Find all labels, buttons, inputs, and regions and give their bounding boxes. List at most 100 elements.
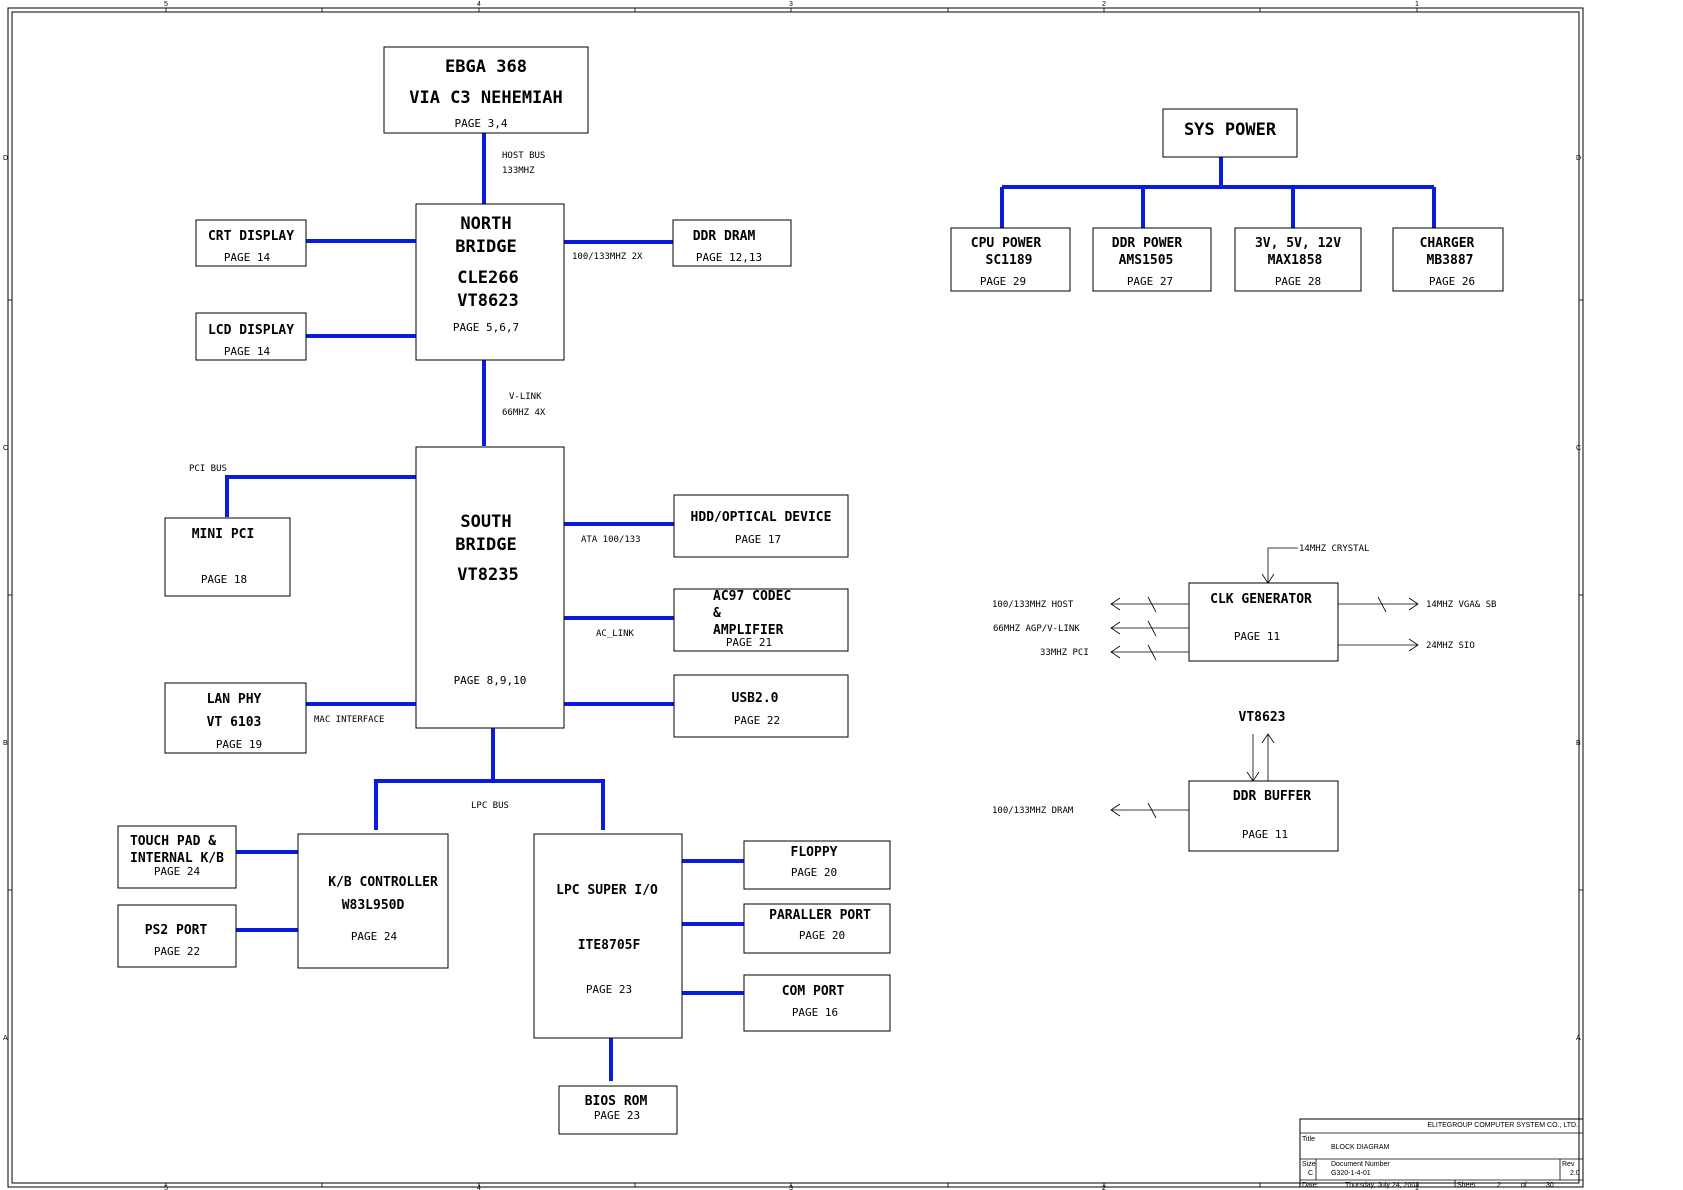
superio-page: PAGE 23 <box>586 983 632 996</box>
ps2-page: PAGE 22 <box>154 945 200 958</box>
title-block-doc: G320-1-4-01 <box>1331 1170 1371 1177</box>
clk-block: CLK GENERATOR PAGE 11 <box>1188 582 1339 662</box>
ata-label: ATA 100/133 <box>581 535 641 545</box>
ruler-right-d: D <box>1576 155 1581 162</box>
lpc-bus-left <box>374 727 495 830</box>
charger-box <box>1392 227 1504 292</box>
title-block-title: BLOCK DIAGRAM <box>1331 1144 1390 1151</box>
lan-block: LAN PHY VT 6103 PAGE 19 <box>164 682 307 754</box>
bus-lines <box>225 133 1436 1081</box>
ddr-power-line1: DDR POWER <box>1112 236 1183 251</box>
superio-block: LPC SUPER I/O ITE8705F PAGE 23 <box>533 833 683 1039</box>
ddr-power-box <box>1092 227 1212 292</box>
outer-frame <box>7 7 1584 1188</box>
ddr-dram-box <box>672 219 792 267</box>
host-bus-label: HOST BUS <box>502 151 545 161</box>
kbc-block: K/B CONTROLLER W83L950D PAGE 24 <box>297 833 449 969</box>
ac97-line2: & <box>713 606 721 621</box>
parallel-title: PARALLER PORT <box>769 908 871 923</box>
lpc-bus-right <box>493 779 605 830</box>
ruler-right-a: A <box>1576 1035 1581 1042</box>
north-bridge-page: PAGE 5,6,7 <box>453 321 519 334</box>
superio-box <box>533 833 683 1039</box>
ruler-top-1: 1 <box>1415 1 1419 8</box>
cpu-line2: VIA C3 NEHEMIAH <box>409 88 563 108</box>
ruler-left-c: C <box>3 445 8 452</box>
lcd-title: LCD DISPLAY <box>208 323 294 338</box>
cpu-power-block: CPU POWER SC1189 PAGE 29 <box>950 227 1071 292</box>
touchpad-block: TOUCH PAD & INTERNAL K/B PAGE 24 <box>117 825 237 889</box>
kbc-line2: W83L950D <box>342 898 405 913</box>
v-power-line1: 3V, 5V, 12V <box>1255 236 1341 251</box>
lcd-page: PAGE 14 <box>224 345 271 358</box>
title-block-date: Thursday, July 24, 2003 <box>1345 1182 1419 1189</box>
title-block-size-label: Size <box>1302 1161 1316 1168</box>
crt-box <box>195 219 307 267</box>
com-block: COM PORT PAGE 16 <box>743 974 891 1032</box>
south-bridge-line1: SOUTH <box>460 512 511 532</box>
usb-page: PAGE 22 <box>734 714 780 727</box>
bios-box <box>558 1085 678 1135</box>
lcd-box <box>195 312 307 361</box>
south-bridge-line3: VT8235 <box>457 565 518 585</box>
kbc-page: PAGE 24 <box>351 930 398 943</box>
ac97-block: AC97 CODEC & AMPLIFIER PAGE 21 <box>673 588 849 652</box>
ddr-buffer-box <box>1188 780 1339 852</box>
ruler-top-5: 5 <box>164 1 168 8</box>
title-block-rev: 2.0 <box>1570 1170 1580 1177</box>
ruler-left-a: A <box>3 1035 8 1042</box>
kbc-line1: K/B CONTROLLER <box>328 875 438 890</box>
aclink-label: AC_LINK <box>596 629 635 639</box>
ddr-power-block: DDR POWER AMS1505 PAGE 27 <box>1092 227 1212 292</box>
ruler-left-d: D <box>3 155 8 162</box>
ruler-right-c: C <box>1576 445 1581 452</box>
touchpad-page: PAGE 24 <box>154 865 201 878</box>
south-bridge-box <box>415 446 565 729</box>
usb-block: USB2.0 PAGE 22 <box>673 674 849 738</box>
crt-block: CRT DISPLAY PAGE 14 <box>195 219 307 267</box>
clk-out-pci: 33MHZ PCI <box>1040 648 1089 658</box>
title-block-rev-label: Rev <box>1562 1161 1575 1168</box>
clk-out-agp: 66MHZ AGP/V-LINK <box>993 624 1080 634</box>
charger-line2: MB3887 <box>1427 253 1474 268</box>
title-block-size: C <box>1308 1170 1313 1177</box>
north-bridge-line1: NORTH <box>460 214 511 234</box>
parallel-page: PAGE 20 <box>799 929 845 942</box>
com-title: COM PORT <box>782 984 845 999</box>
touchpad-box <box>117 825 237 889</box>
charger-page: PAGE 26 <box>1429 275 1475 288</box>
bios-title: BIOS ROM <box>585 1094 648 1109</box>
pci-bus-label: PCI BUS <box>189 464 227 474</box>
north-bridge-line2: BRIDGE <box>455 237 516 257</box>
host-bus-speed: 133MHZ <box>502 166 535 176</box>
sys-power-title: SYS POWER <box>1184 120 1277 140</box>
ac97-line3: AMPLIFIER <box>713 623 784 638</box>
com-box <box>743 974 891 1032</box>
ps2-box <box>117 904 237 968</box>
kbc-box <box>297 833 449 969</box>
north-bridge-block: NORTH BRIDGE CLE266 VT8623 PAGE 5,6,7 <box>415 203 565 361</box>
cpu-power-line1: CPU POWER <box>971 236 1042 251</box>
clk-lines <box>1110 547 1419 661</box>
cpu-power-line2: SC1189 <box>986 253 1033 268</box>
ddr-dram-title: DDR DRAM <box>693 229 756 244</box>
mac-label: MAC INTERFACE <box>314 715 384 725</box>
hdd-title: HDD/OPTICAL DEVICE <box>691 510 832 525</box>
clk-crystal: 14MHZ CRYSTAL <box>1299 544 1369 554</box>
ruler-bottom-5: 5 <box>164 1185 168 1190</box>
sys-power-block: SYS POWER <box>1162 108 1298 158</box>
usb-box <box>673 674 849 738</box>
floppy-block: FLOPPY PAGE 20 <box>743 840 891 890</box>
title-block-company: ELITEGROUP COMPUTER SYSTEM CO., LTD. <box>1427 1122 1578 1129</box>
mini-pci-page: PAGE 18 <box>201 573 247 586</box>
v-power-line2: MAX1858 <box>1268 253 1323 268</box>
ac97-line1: AC97 CODEC <box>713 589 791 604</box>
clk-page: PAGE 11 <box>1234 630 1280 643</box>
bios-block: BIOS ROM PAGE 23 <box>558 1085 678 1135</box>
inner-frame <box>11 11 1580 1184</box>
south-bridge-block: SOUTH BRIDGE VT8235 PAGE 8,9,10 <box>415 446 565 729</box>
pci-bus-line <box>225 475 416 517</box>
hdd-block: HDD/OPTICAL DEVICE PAGE 17 <box>673 494 849 558</box>
floppy-box <box>743 840 891 890</box>
mini-pci-title: MINI PCI <box>192 527 255 542</box>
